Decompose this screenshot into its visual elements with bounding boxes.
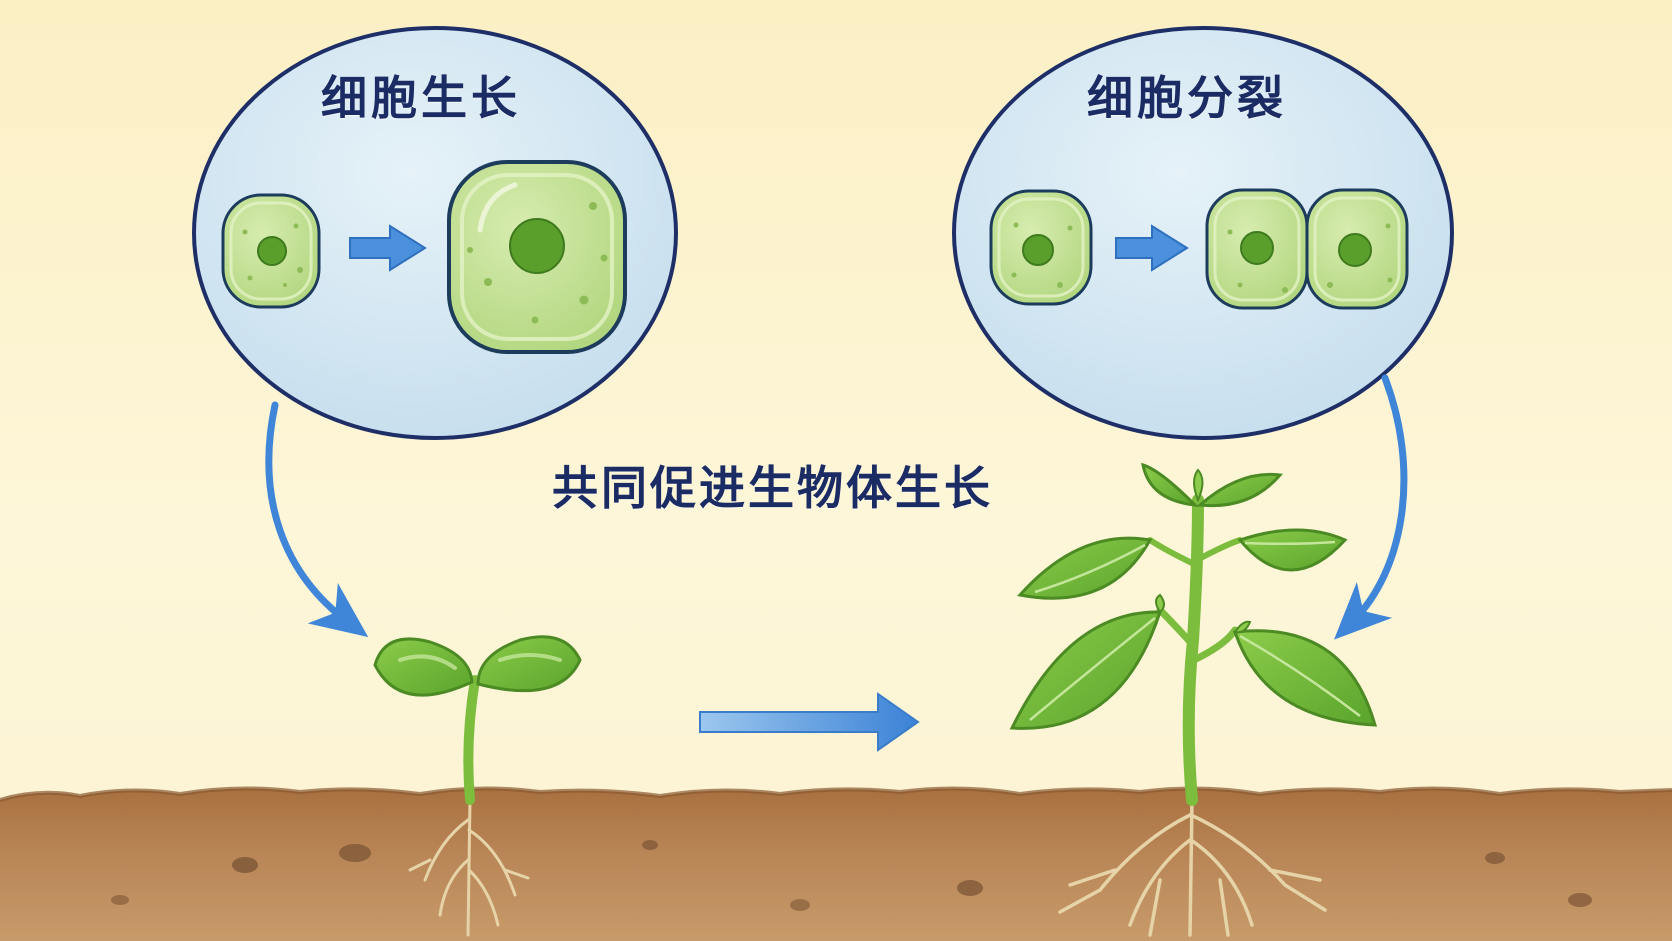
plant-bud: [1193, 468, 1204, 503]
plant-leaf: [1237, 528, 1348, 572]
nucleus: [257, 236, 287, 266]
nucleus: [1240, 231, 1274, 265]
seedling-stem: [463, 675, 480, 805]
parent-cell: [989, 189, 1093, 306]
center-caption: 共同促进生物体生长: [552, 461, 993, 515]
nucleus: [509, 218, 565, 274]
cell-growth-title: 细胞生长: [321, 71, 521, 125]
small-cell: [221, 193, 321, 309]
seedling: [373, 635, 582, 937]
plant-leaf: [1017, 536, 1153, 600]
grown-plant: [1009, 462, 1378, 937]
seedling-roots: [408, 798, 530, 937]
cell-division-bubble: [952, 26, 1454, 440]
plant-roots: [1058, 798, 1327, 937]
division-arrow-icon: [1115, 224, 1189, 272]
growth-arrow-icon: [349, 224, 427, 272]
nucleus: [1022, 234, 1054, 266]
curved-arrow-right-icon: [1334, 374, 1408, 640]
large-cell: [447, 160, 627, 354]
plant-leaf: [1009, 610, 1163, 730]
seedling-leaf: [476, 635, 582, 693]
soil: [0, 786, 1672, 941]
nucleus: [1338, 233, 1372, 267]
plant-leaf: [1141, 462, 1200, 507]
daughter-cells: [1205, 188, 1409, 310]
plant-leaf: [1196, 472, 1283, 508]
seedling-leaf: [373, 637, 474, 697]
cell-growth-bubble: [192, 26, 678, 440]
curved-arrow-left-icon: [265, 401, 369, 638]
cell-division-title: 细胞分裂: [1087, 71, 1287, 125]
growth-progress-arrow-icon: [699, 692, 920, 752]
